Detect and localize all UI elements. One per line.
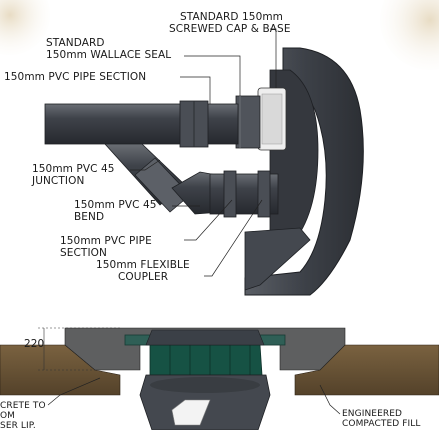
pipe-section-top — [44, 103, 239, 145]
svg-text:COMPACTED FILL: COMPACTED FILL — [342, 419, 421, 429]
svg-text:150mm PVC PIPE SECTION: 150mm PVC PIPE SECTION — [4, 71, 146, 83]
label-cap-base: STANDARD 150mm SCREWED CAP & BASE — [169, 11, 291, 88]
svg-text:150mm PVC 45: 150mm PVC 45 — [74, 199, 157, 211]
label-concrete-note: CRETE TO OM SER LIP. — [0, 377, 101, 430]
svg-text:STANDARD 150mm: STANDARD 150mm — [180, 11, 283, 23]
dimension-220: 220 — [24, 327, 120, 371]
svg-text:150mm PVC PIPE: 150mm PVC PIPE — [60, 235, 152, 247]
pit-section-view: 220 — [0, 327, 439, 430]
pit-assembly-plan — [44, 47, 364, 296]
svg-text:220: 220 — [24, 338, 44, 350]
riser-body — [149, 344, 263, 376]
svg-text:OM: OM — [0, 411, 15, 421]
svg-text:CRETE TO: CRETE TO — [0, 401, 46, 411]
svg-text:150mm WALLACE SEAL: 150mm WALLACE SEAL — [46, 49, 171, 61]
label-flexible-coupler: 150mm FLEXIBLE COUPLER — [96, 199, 263, 283]
svg-text:ENGINEERED: ENGINEERED — [342, 409, 402, 419]
svg-text:BEND: BEND — [74, 211, 104, 223]
flexible-coupler — [223, 170, 237, 218]
svg-text:STANDARD: STANDARD — [46, 37, 105, 49]
label-pipe-section-top: 150mm PVC PIPE SECTION — [4, 71, 211, 104]
pit-wing — [244, 227, 311, 291]
svg-text:COUPLER: COUPLER — [118, 271, 168, 283]
svg-text:150mm PVC 45: 150mm PVC 45 — [32, 163, 115, 175]
label-junction: 150mm PVC 45 JUNCTION — [31, 159, 161, 187]
label-engineered-fill: ENGINEERED COMPACTED FILL — [319, 384, 421, 429]
svg-text:150mm FLEXIBLE: 150mm FLEXIBLE — [96, 259, 190, 271]
svg-text:SCREWED CAP & BASE: SCREWED CAP & BASE — [169, 23, 291, 35]
gravel-background — [0, 0, 439, 70]
svg-text:JUNCTION: JUNCTION — [31, 175, 84, 187]
label-bend: 150mm PVC 45 BEND — [74, 199, 200, 223]
svg-text:SECTION: SECTION — [60, 247, 107, 259]
label-wallace-seal: STANDARD 150mm WALLACE SEAL — [46, 37, 241, 96]
svg-text:SER LIP.: SER LIP. — [0, 421, 36, 430]
pit-body — [244, 47, 364, 296]
label-pipe-section-lower: 150mm PVC PIPE SECTION — [60, 199, 233, 259]
